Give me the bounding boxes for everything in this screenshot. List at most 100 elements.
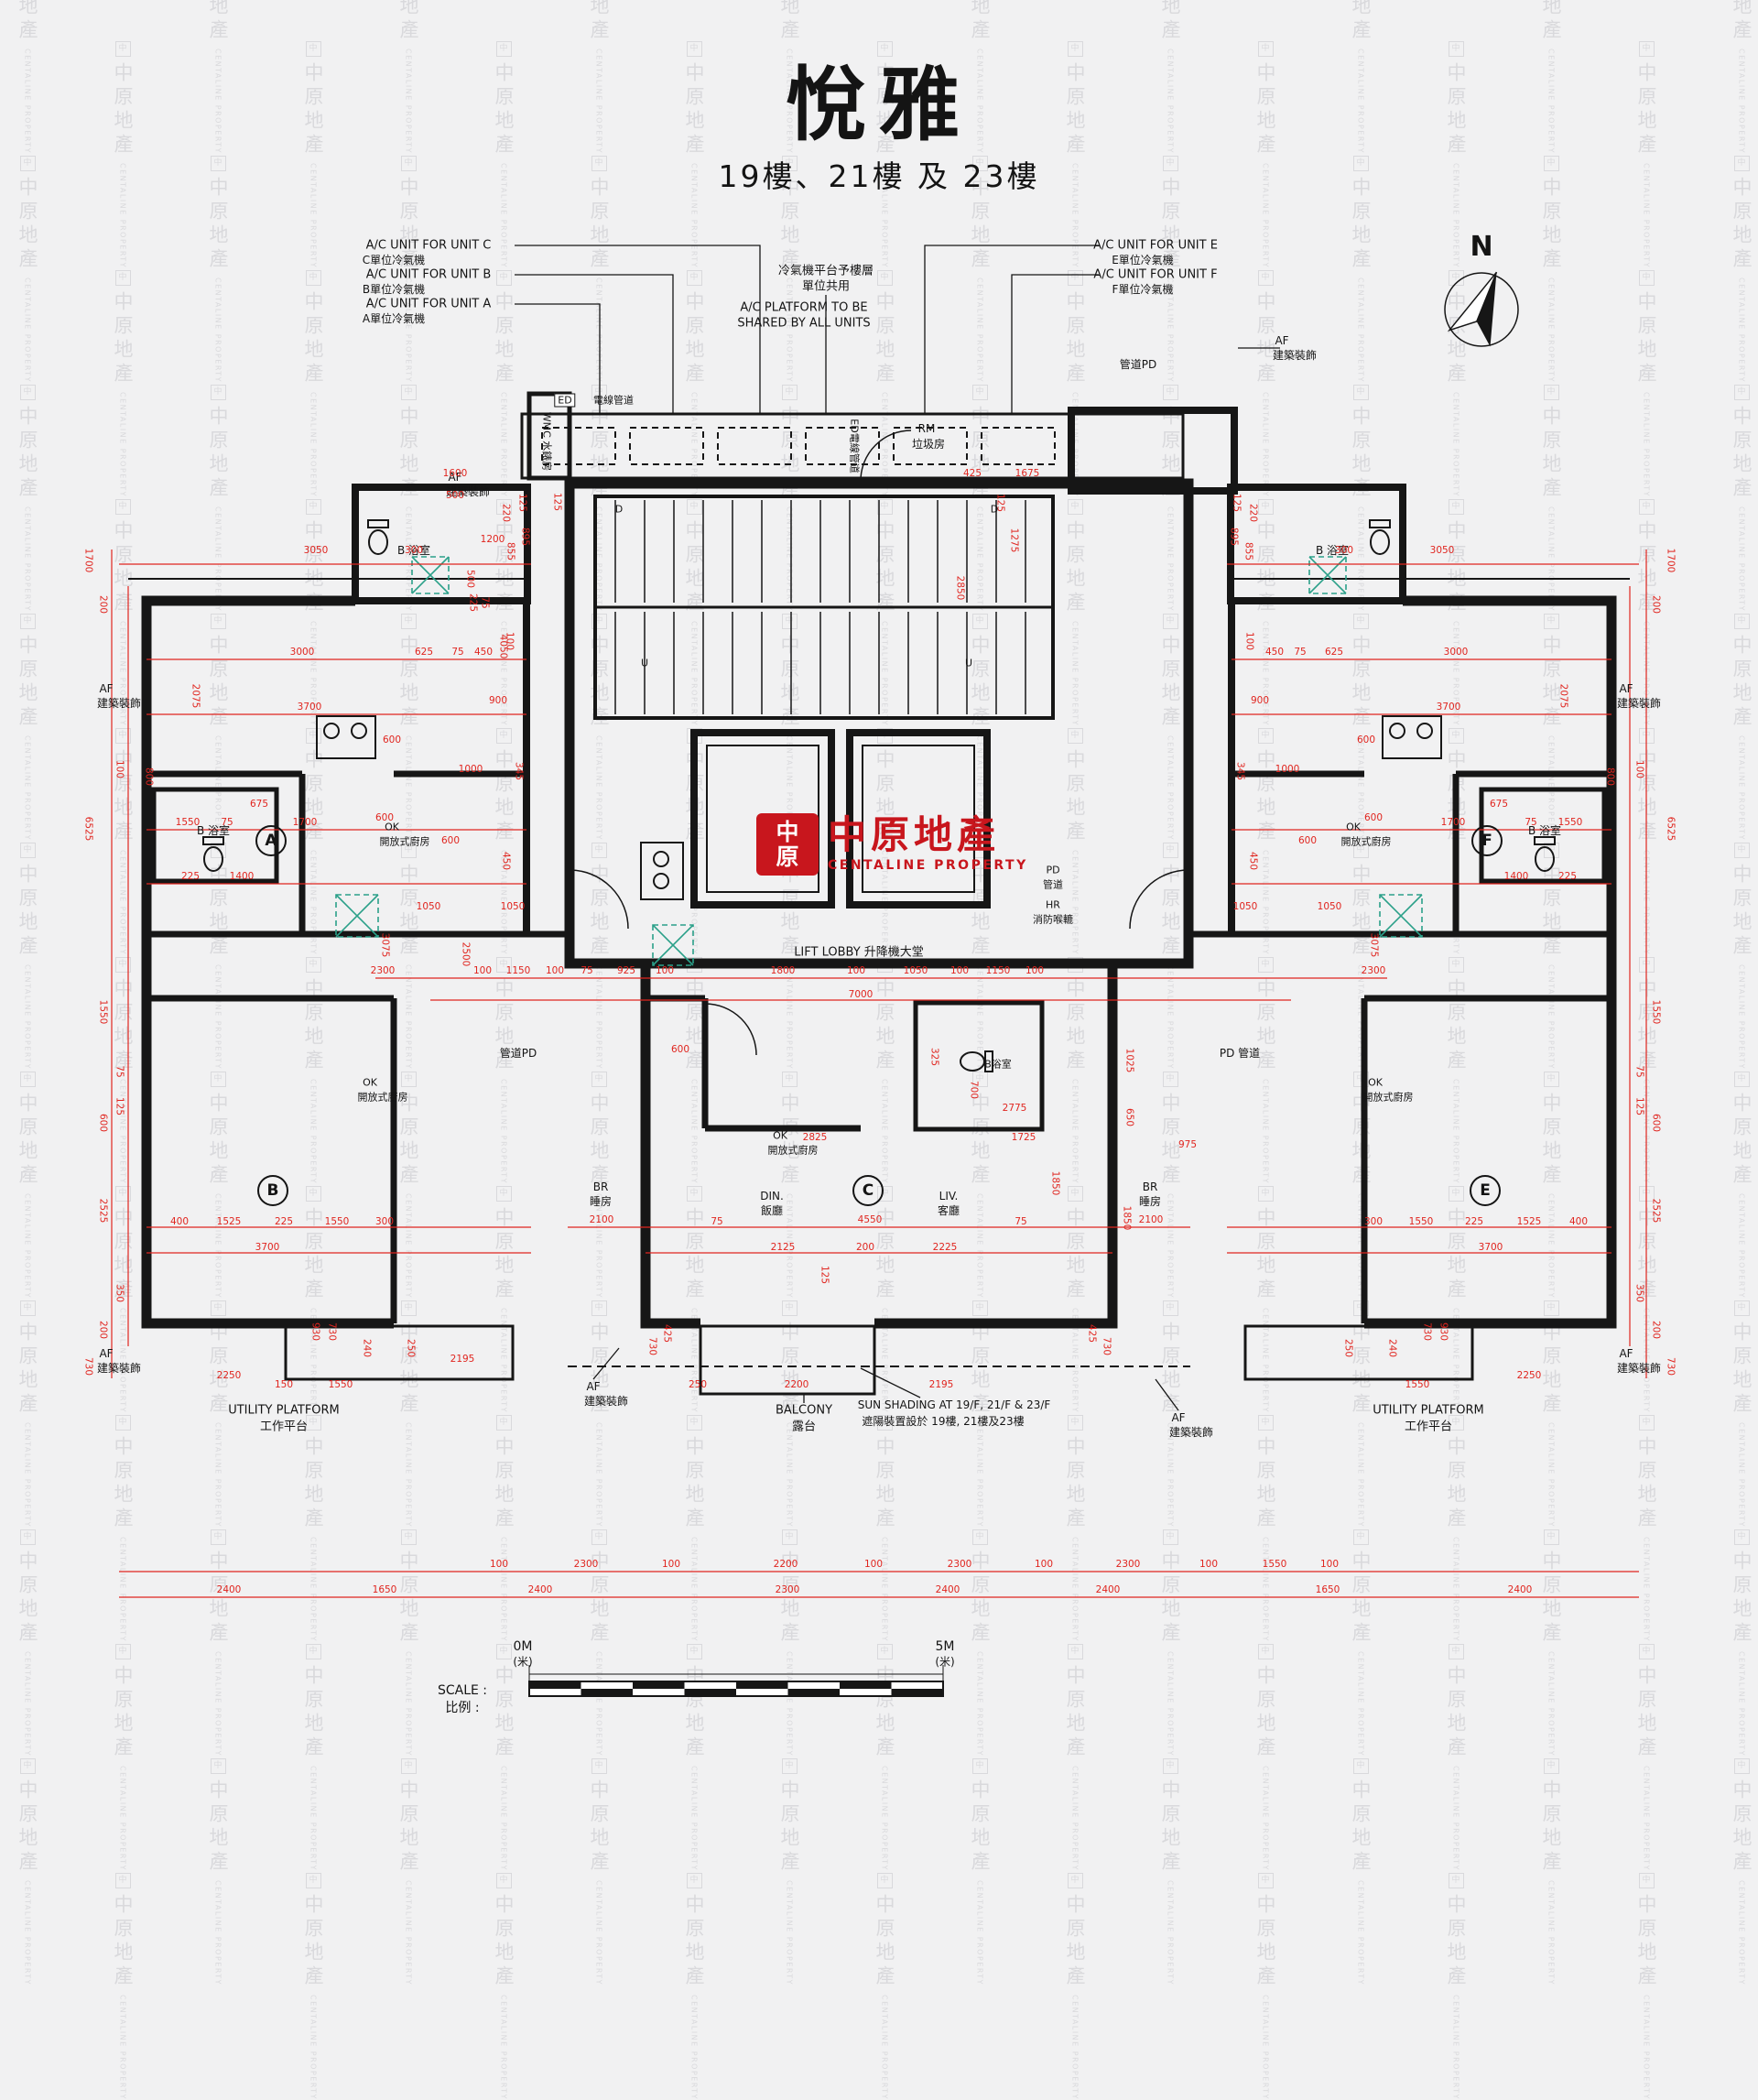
dimension-lines <box>111 549 1647 1598</box>
floor-plan-drawing <box>111 245 1647 1697</box>
logo-char-top: 中 <box>776 818 799 845</box>
ac-unit-boxes <box>541 427 1056 465</box>
scale-label-zh: 比例 : <box>445 1701 480 1715</box>
scale-bar <box>528 1665 944 1697</box>
page-subtitle: 19樓、21樓 及 23樓 <box>718 158 1040 194</box>
north-arrow-icon <box>1444 271 1519 347</box>
green-cross-boxes <box>335 556 1423 966</box>
scale-label-en: SCALE : <box>437 1683 488 1698</box>
door-arcs <box>569 430 1189 1056</box>
leader-lines <box>515 245 1280 1411</box>
logo-brand-zh: 中原地產 <box>828 812 1001 857</box>
logo-brand-en: CENTALINE PROPERTY <box>828 858 1028 873</box>
scale-right-value: 5M <box>935 1639 955 1654</box>
stair-treads <box>614 500 1026 714</box>
centaline-logo-icon: 中 原 <box>756 813 819 876</box>
page-title: 悅雅 <box>785 58 973 152</box>
